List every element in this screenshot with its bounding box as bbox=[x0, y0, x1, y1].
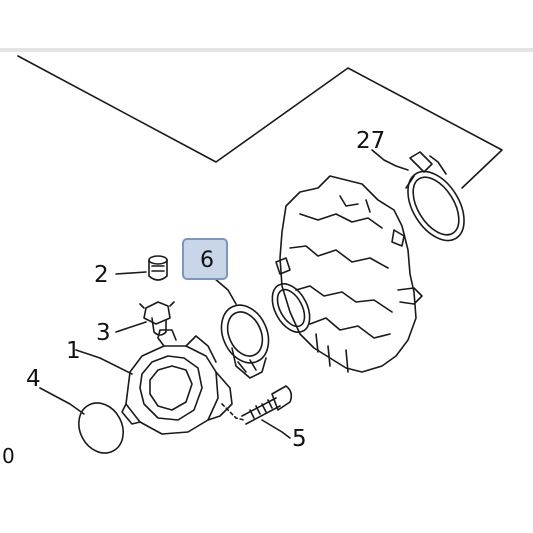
callout-0-partial: 0 bbox=[2, 444, 15, 468]
callout-5: 5 bbox=[292, 426, 307, 452]
engine-outlet-ring-inner bbox=[276, 288, 306, 328]
assembly-boundary-line bbox=[17, 55, 503, 189]
leader-2 bbox=[115, 271, 147, 275]
leader-5-dash bbox=[221, 403, 245, 421]
leader-27 bbox=[371, 149, 409, 171]
leader-5 bbox=[261, 419, 291, 439]
callout-27: 27 bbox=[356, 128, 386, 154]
top-bar bbox=[0, 0, 533, 52]
leader-3 bbox=[115, 321, 147, 333]
engine-block bbox=[275, 175, 423, 373]
part-2-plug bbox=[148, 255, 168, 281]
leader-4 bbox=[39, 387, 85, 415]
part-6-gasket bbox=[220, 304, 270, 379]
part-1-housing bbox=[121, 329, 233, 435]
leader-1 bbox=[75, 349, 133, 375]
callout-2: 2 bbox=[94, 262, 109, 288]
callout-4: 4 bbox=[26, 366, 41, 392]
part-27-hose-clamp bbox=[405, 151, 465, 242]
callout-1: 1 bbox=[66, 338, 81, 364]
part-5-bolt bbox=[241, 385, 293, 425]
engine-outlet-ring bbox=[271, 283, 311, 333]
leader-6 bbox=[213, 277, 237, 305]
callout-6[interactable]: 6 bbox=[200, 248, 214, 273]
callout-3: 3 bbox=[96, 320, 111, 346]
part-3-sensor bbox=[139, 301, 175, 336]
highlight-box-6[interactable] bbox=[182, 238, 228, 280]
part-4-o-ring bbox=[78, 402, 124, 454]
